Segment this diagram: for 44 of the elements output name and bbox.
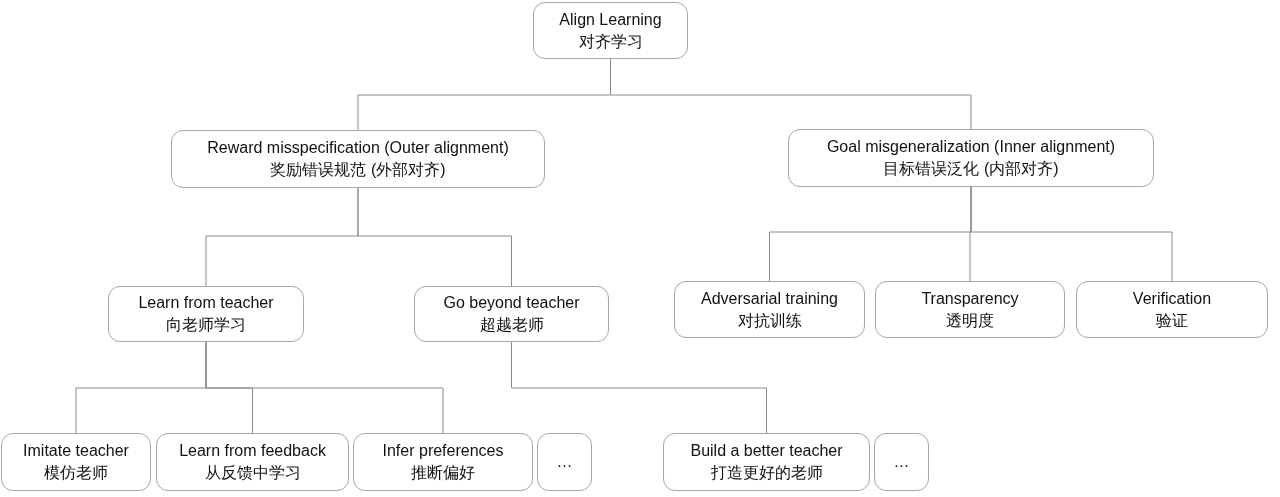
rounded-box <box>171 130 545 188</box>
node-label: Learn from teacher <box>138 293 274 313</box>
node-sublabel: 透明度 <box>946 310 994 331</box>
node-label: Verification <box>1132 288 1212 309</box>
node-label: … <box>893 452 910 472</box>
rounded-box <box>874 433 929 491</box>
node-label: Transparency <box>921 288 1019 309</box>
node-sublabel: 超越老师 <box>479 315 544 335</box>
rounded-box <box>414 286 609 342</box>
node-sublabel: 对抗训练 <box>737 310 802 331</box>
connector-line <box>357 187 512 287</box>
connector-line <box>511 341 767 434</box>
rounded-box <box>1 433 151 491</box>
rounded-box <box>108 286 304 342</box>
node-label: Align Learning <box>559 9 662 30</box>
node-label: Build a better teacher <box>690 441 843 461</box>
node-sublabel: 验证 <box>1156 310 1188 331</box>
node-label: … <box>556 452 573 472</box>
node-sublabel: 向老师学习 <box>166 315 246 335</box>
node-label: Learn from feedback <box>179 441 326 461</box>
node-label: Go beyond teacher <box>443 293 580 313</box>
rounded-box <box>353 433 533 491</box>
rounded-box <box>788 129 1154 187</box>
rounded-box <box>537 433 592 491</box>
connector-line <box>970 186 1173 282</box>
node-sublabel: 推断偏好 <box>411 463 475 483</box>
node-sublabel: 模仿老师 <box>44 463 108 483</box>
rounded-box <box>1076 281 1268 338</box>
rounded-box <box>156 433 349 491</box>
connector-line <box>205 341 444 434</box>
node-label: Reward misspecification (Outer alignment) <box>207 138 509 158</box>
node-sublabel: 对齐学习 <box>578 31 643 52</box>
node-label: Adversarial training <box>701 288 838 309</box>
node-sublabel: 打造更好的老师 <box>710 463 823 483</box>
node-sublabel: 从反馈中学习 <box>204 463 301 483</box>
node-label: Goal misgeneralization (Inner alignment) <box>826 137 1116 157</box>
rounded-box <box>674 281 865 338</box>
node-sublabel: 目标错误泛化 (内部对齐) <box>883 159 1059 179</box>
rounded-box <box>533 2 688 59</box>
rounded-box <box>663 433 870 491</box>
node-label: Imitate teacher <box>23 441 129 461</box>
node-label: Infer preferences <box>382 441 504 461</box>
rounded-box <box>875 281 1065 338</box>
node-sublabel: 奖励错误规范 (外部对齐) <box>270 160 446 180</box>
